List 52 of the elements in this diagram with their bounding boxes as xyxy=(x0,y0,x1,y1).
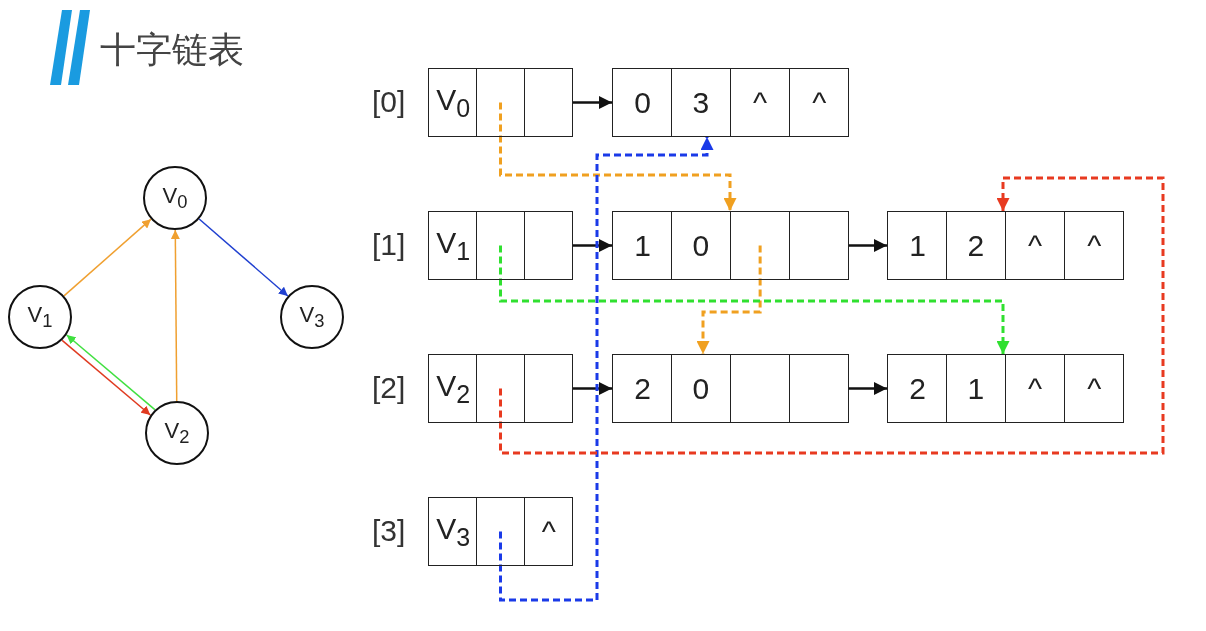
list-cell: 2 xyxy=(945,212,1005,279)
title: 十字链表 xyxy=(100,28,244,72)
list-cell: 3 xyxy=(670,69,730,136)
arrow xyxy=(573,96,612,109)
list-cell: 0 xyxy=(613,69,673,136)
list-cell: 1 xyxy=(888,212,948,279)
record-box xyxy=(612,354,849,423)
arrow xyxy=(573,382,612,395)
vertex-circle: V$_{3}$ xyxy=(280,285,344,349)
list-cell: ^ xyxy=(1064,212,1124,279)
vertex-circle: V$_{0}$ xyxy=(143,166,207,230)
vertex-circle: V$_{2}$ xyxy=(145,401,209,465)
record-box xyxy=(428,68,573,137)
vertex-circle: V$_{1}$ xyxy=(8,285,72,349)
arrow xyxy=(198,218,289,297)
list-cell: 1 xyxy=(945,355,1005,422)
dashed-arrow xyxy=(499,137,714,602)
list-cell: ^ xyxy=(730,69,790,136)
dashed-arrow xyxy=(499,102,737,211)
list-cell: 2 xyxy=(613,355,673,422)
index-label: [3] xyxy=(372,514,406,548)
list-cell: 0 xyxy=(670,212,730,279)
list-cell: ^ xyxy=(524,498,573,565)
record-box xyxy=(887,354,1124,423)
index-label: [0] xyxy=(372,85,406,119)
list-cell: V$_{3}$ xyxy=(429,498,478,565)
record-box xyxy=(428,211,573,280)
list-cell: 0 xyxy=(670,355,730,422)
record-box xyxy=(887,211,1124,280)
list-cell: 1 xyxy=(613,212,673,279)
list-cell: V$_{2}$ xyxy=(429,355,478,422)
list-cell: 2 xyxy=(888,355,948,422)
arrow xyxy=(170,229,180,402)
list-cell: ^ xyxy=(1064,355,1124,422)
arrow xyxy=(573,239,612,252)
record-box xyxy=(612,68,849,137)
record-box xyxy=(428,497,573,566)
list-cell: ^ xyxy=(789,69,849,136)
list-cell: V$_{0}$ xyxy=(429,69,478,136)
list-cell: ^ xyxy=(1005,212,1065,279)
record-box xyxy=(612,211,849,280)
arrow xyxy=(63,218,152,297)
index-label: [1] xyxy=(372,228,406,262)
list-cell: ^ xyxy=(1005,355,1065,422)
dashed-arrow xyxy=(696,245,762,354)
dashed-arrow xyxy=(499,176,1165,455)
dashed-arrow xyxy=(499,245,1010,354)
record-box xyxy=(428,354,573,423)
list-cell: V$_{1}$ xyxy=(429,212,478,279)
arrow xyxy=(849,239,887,252)
index-label: [2] xyxy=(372,371,406,405)
arrow xyxy=(849,382,887,395)
